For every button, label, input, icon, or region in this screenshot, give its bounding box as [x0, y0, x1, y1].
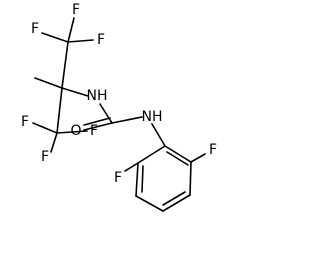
bond-cf3top-f2 — [67, 17, 75, 43]
bond-cf3bot-f1 — [32, 122, 58, 134]
atom-f-bottom-left: F — [21, 114, 29, 130]
ring-bond-2 — [189, 161, 192, 196]
bond-cf3top-f1 — [41, 32, 69, 43]
atom-f-bottom-center: F — [41, 149, 49, 165]
bond-cf3bot-f2 — [56, 130, 88, 134]
atom-f-top-right: F — [97, 32, 105, 48]
molecule-svg: F F F NH F F F O NH F F — [21, 2, 217, 212]
ring-bond-5-inner — [141, 165, 144, 193]
bond-cq-methyl — [34, 77, 63, 89]
ring-bond-5 — [135, 162, 139, 197]
ring-bond-1-inner — [166, 151, 189, 166]
atom-nh-left: NH — [87, 88, 108, 104]
ring-bond-3-inner — [162, 191, 186, 206]
bond-carbonyl-o-b — [83, 117, 111, 126]
ring-bond-1 — [164, 145, 192, 163]
atom-f-bottom-right: F — [90, 123, 98, 139]
bond-cf3bot-f3 — [50, 132, 58, 153]
atom-f-top-center: F — [72, 2, 80, 18]
bond-ring-f-left — [124, 162, 139, 172]
bond-nh2-ring — [151, 123, 166, 147]
bond-carbonyl-nh2 — [111, 116, 143, 124]
atom-nh-right: NH — [142, 109, 163, 125]
atom-o: O — [70, 123, 81, 139]
bond-cf3top-f3 — [67, 39, 94, 43]
bond-cq-cf3bot — [56, 87, 63, 134]
bond-cq-nh — [61, 87, 89, 97]
atom-f-ring-left: F — [114, 170, 122, 186]
ring-bond-6 — [137, 145, 166, 164]
bond-carbonyl-o-a — [83, 122, 113, 131]
atom-f-top-left: F — [31, 21, 39, 37]
ring-bond-3 — [162, 194, 191, 212]
bonds — [32, 17, 206, 212]
ring-bond-4 — [135, 195, 164, 212]
structure-canvas: F F F NH F F F O NH F F — [21, 2, 217, 212]
atom-labels: F F F NH F F F O NH F F — [21, 2, 217, 186]
atom-f-ring-right: F — [209, 142, 217, 158]
bond-nh-carbonyl — [99, 103, 113, 124]
bond-ring-f-right — [190, 153, 206, 163]
bond-cq-cf3top — [61, 41, 69, 89]
